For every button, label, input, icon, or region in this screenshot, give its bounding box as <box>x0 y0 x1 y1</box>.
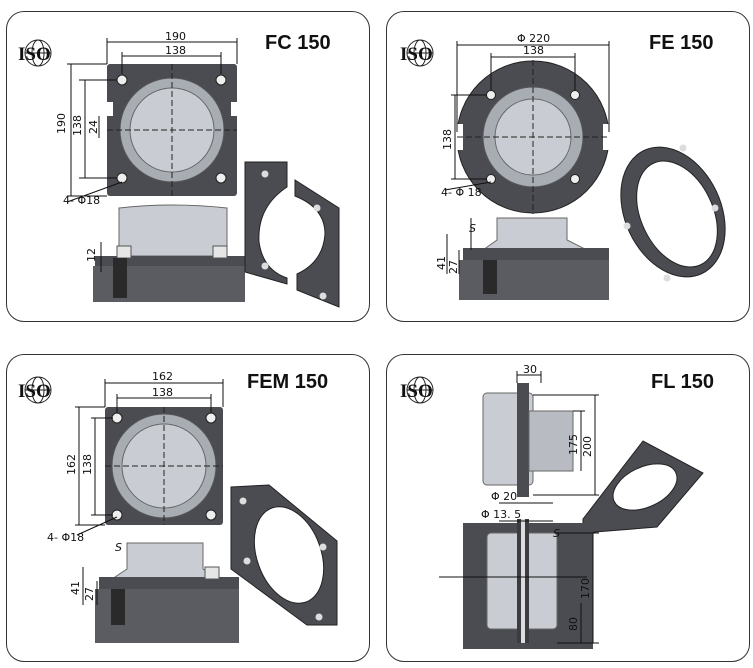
fe150-dim-s: S <box>469 222 476 235</box>
svg-text:ISO: ISO <box>400 381 433 402</box>
panel-fem150: 162 138 162 138 4- Φ18 S 41 27 ISO FEM 1… <box>6 354 370 662</box>
fem150-dim-h1: 41 <box>69 581 82 595</box>
fe150-dim-inner-h: 138 <box>441 129 454 150</box>
panel-title: FE 150 <box>649 32 714 54</box>
fem150-dim-outer-h: 162 <box>65 454 78 475</box>
panel-title: FC 150 <box>265 32 331 54</box>
fc150-drawing: 190 138 190 138 24 4- Φ18 12 <box>55 30 340 308</box>
iso-logo-icon: ISO <box>400 376 434 404</box>
fc150-clamp-right <box>294 179 340 308</box>
fc150-dim-outer-h: 190 <box>55 113 68 134</box>
fc150-clamp-left <box>244 161 288 285</box>
fe150-dim-holes: 4- Φ 18 <box>441 186 482 199</box>
svg-text:ISO: ISO <box>400 44 433 65</box>
svg-text:ISO: ISO <box>18 44 51 65</box>
fl150-dim-d2: Φ 13. 5 <box>481 508 521 521</box>
fem150-dim-holes: 4- Φ18 <box>47 531 84 544</box>
fl150-drawing: 30 175 200 Φ 20 Φ 13. 5 S 170 80 <box>439 363 704 649</box>
fc150-hole <box>215 74 227 86</box>
fe150-drawing: Φ 220 138 138 4- Φ 18 S 41 27 <box>435 32 726 300</box>
fem150-dim-outer-w: 162 <box>152 370 173 383</box>
fem150-dim-inner-w: 138 <box>152 386 173 399</box>
fl150-dim-d1: Φ 20 <box>491 490 517 503</box>
fe150-dim-inner-w: 138 <box>523 44 544 57</box>
fl150-dim-h1: 175 <box>567 434 580 455</box>
fem150-dim-h2: 27 <box>83 587 96 601</box>
fl150-dim-s: S <box>553 527 560 540</box>
panel-title: FEM 150 <box>247 371 329 393</box>
fc150-dim-inner-w: 138 <box>165 44 186 57</box>
iso-logo-icon: ISO <box>18 39 52 67</box>
fe150-dim-h1: 41 <box>435 256 448 270</box>
fc150-dim-outer-w: 190 <box>165 30 186 43</box>
iso-logo-icon: ISO <box>18 376 52 404</box>
panel-fc150: 190 138 190 138 24 4- Φ18 12 ISO FC 150 <box>6 11 370 322</box>
fc150-dim-small: 24 <box>87 120 100 134</box>
fc150-dim-inner-h: 138 <box>71 115 84 136</box>
fem150-dim-inner-h: 138 <box>81 454 94 475</box>
fc150-housing <box>118 204 228 257</box>
svg-text:ISO: ISO <box>18 381 51 402</box>
fl150-dim-h3: 170 <box>579 578 592 599</box>
fl150-dim-h2: 200 <box>581 436 594 457</box>
fc150-dim-height: 12 <box>85 248 98 262</box>
panel-title: FL 150 <box>651 371 714 393</box>
fem150-drawing: 162 138 162 138 4- Φ18 S 41 27 <box>47 370 338 643</box>
panel-fe150: Φ 220 138 138 4- Φ 18 S 41 27 ISO FE 150 <box>386 11 750 322</box>
fl150-dim-h4: 80 <box>567 617 580 631</box>
fem150-dim-s: S <box>115 541 122 554</box>
fl150-flange-top <box>517 383 529 497</box>
fc150-hole <box>116 172 128 184</box>
fe150-dim-outer-d: Φ 220 <box>517 32 550 45</box>
fe150-dim-h2: 27 <box>447 260 460 274</box>
iso-logo-icon: ISO <box>400 39 434 67</box>
panel-fl150: 30 175 200 Φ 20 Φ 13. 5 S 170 80 ISO FL … <box>386 354 750 662</box>
fl150-dim-thick: 30 <box>523 363 537 376</box>
fc150-hole <box>215 172 227 184</box>
fc150-hole <box>116 74 128 86</box>
fc150-dim-holes: 4- Φ18 <box>63 194 100 207</box>
